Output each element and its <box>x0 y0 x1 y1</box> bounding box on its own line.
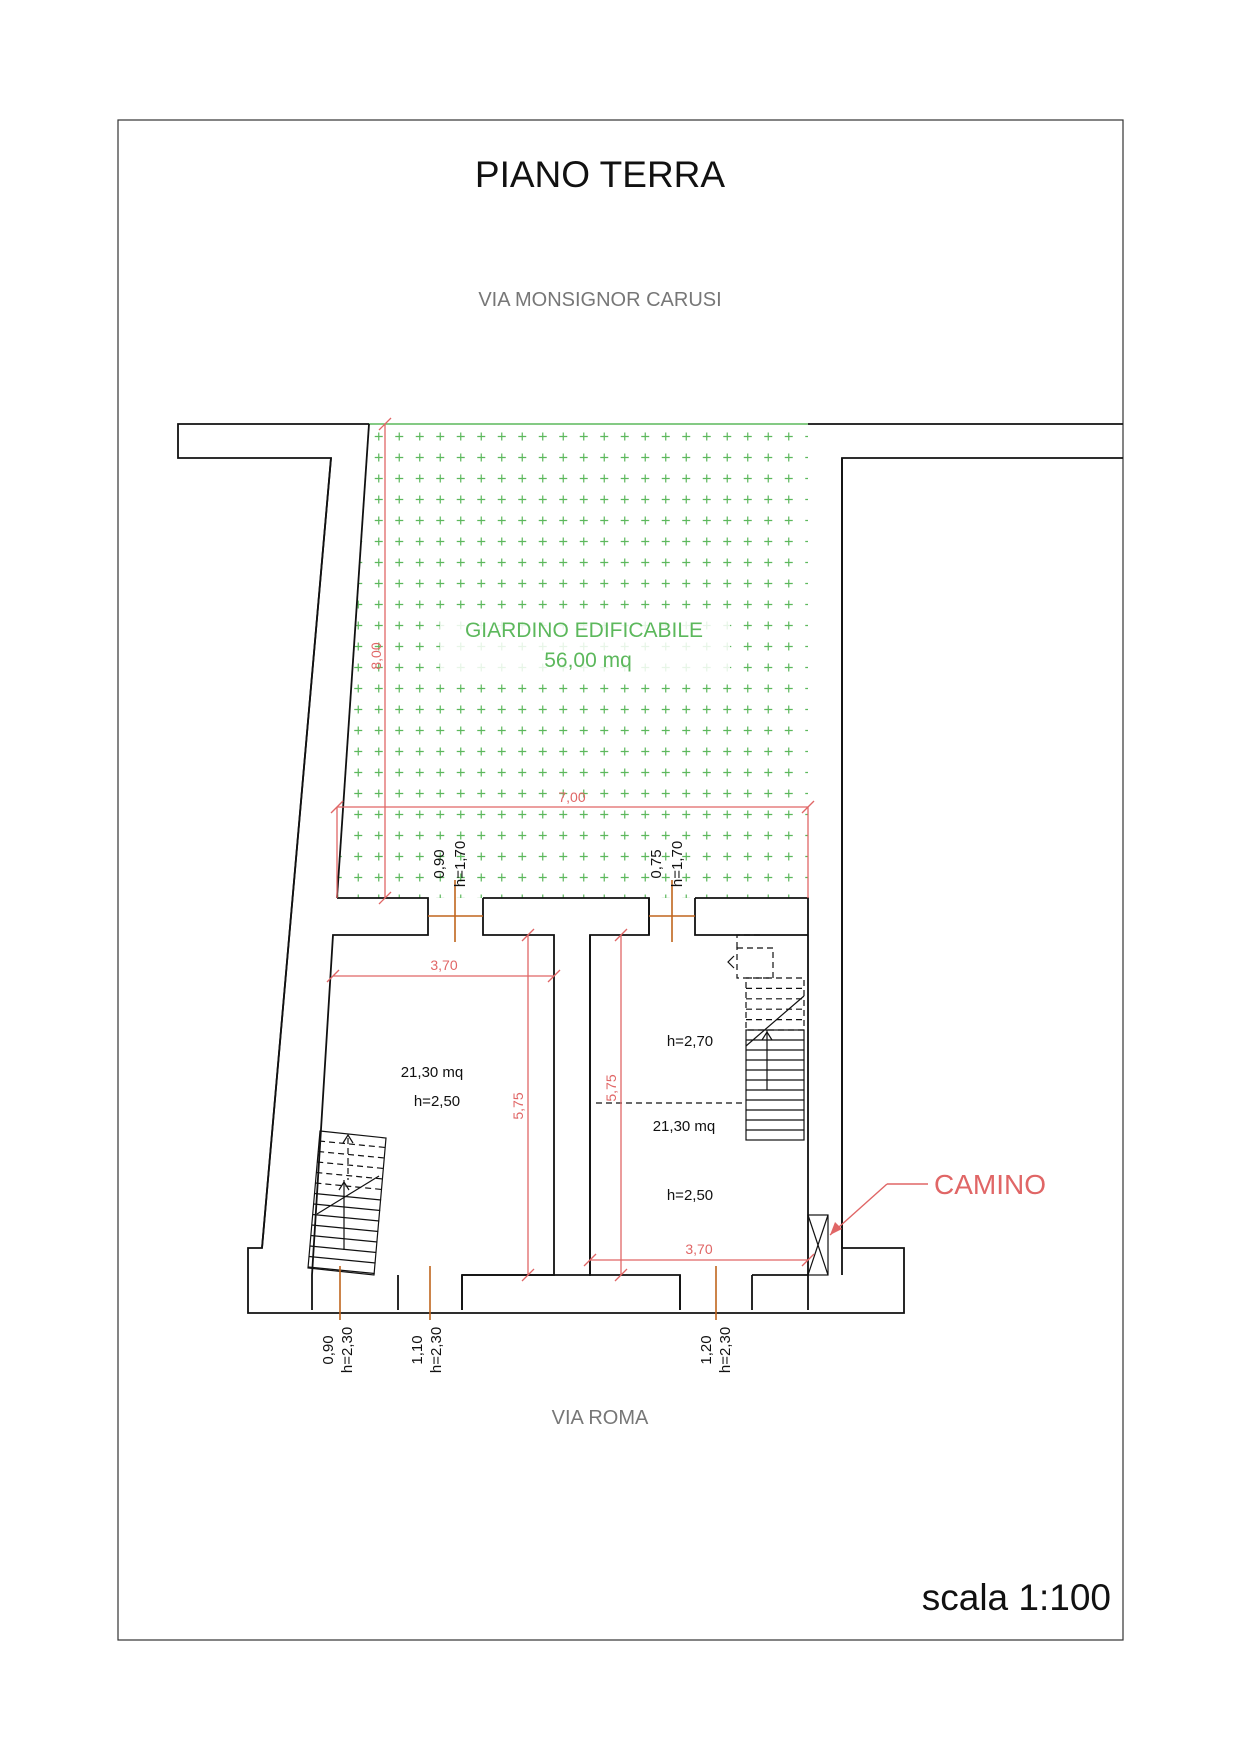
street-bottom-label: VIA ROMA <box>552 1407 649 1429</box>
room-left-dimensions: 3,70 5,75 <box>326 928 561 1282</box>
door-bottom-1-width: 0,90 <box>320 1335 337 1364</box>
garden-dim-width: 7,00 <box>558 789 585 805</box>
scale-label: scala 1:100 <box>922 1577 1111 1618</box>
chimney-callout: CAMINO <box>829 1169 1046 1236</box>
room-right-dimensions: 5,75 3,70 <box>583 928 815 1282</box>
door-bottom-2-width: 1,10 <box>409 1335 426 1364</box>
room-right-dim-length: 5,75 <box>603 1074 619 1101</box>
room-left-height: h=2,50 <box>414 1093 460 1110</box>
street-top-label: VIA MONSIGNOR CARUSI <box>478 289 721 311</box>
stairs-left <box>307 1130 387 1276</box>
page-title: PIANO TERRA <box>475 154 725 195</box>
chimney <box>807 1214 829 1276</box>
door-top-right-width: 0,75 <box>648 849 665 878</box>
stairs-right <box>727 934 805 1141</box>
room-left-dim-width: 3,70 <box>430 957 457 973</box>
door-bottom-2: 1,10 h=2,30 <box>409 1266 445 1373</box>
door-top-left-height: h=1,70 <box>452 841 469 887</box>
garden-dimensions: 8,00 7,00 <box>330 417 815 905</box>
door-bottom-1-height: h=2,30 <box>339 1327 356 1373</box>
sheet-frame <box>117 119 1124 1641</box>
room-left-area: 21,30 mq <box>401 1064 464 1081</box>
garden-area-label: 56,00 mq <box>544 649 632 672</box>
garden-dim-height: 8,00 <box>368 642 384 669</box>
room-right-upper-height: h=2,70 <box>667 1033 713 1050</box>
door-bottom-3-height: h=2,30 <box>717 1327 734 1373</box>
room-right-lower-height: h=2,50 <box>667 1187 713 1204</box>
door-bottom-3: 1,20 h=2,30 <box>698 1266 734 1373</box>
door-top-right-height: h=1,70 <box>669 841 686 887</box>
door-bottom-3-width: 1,20 <box>698 1335 715 1364</box>
door-bottom-2-height: h=2,30 <box>428 1327 445 1373</box>
chimney-label: CAMINO <box>934 1169 1046 1200</box>
door-bottom-1: 0,90 h=2,30 <box>320 1266 356 1373</box>
garden-label: GIARDINO EDIFICABILE <box>465 619 703 642</box>
door-top-right: 0,75 h=1,70 <box>648 841 695 942</box>
door-top-left-width: 0,90 <box>431 849 448 878</box>
door-top-left: 0,90 h=1,70 <box>428 841 483 942</box>
room-right-area: 21,30 mq <box>653 1118 716 1135</box>
room-left-dim-length: 5,75 <box>510 1092 526 1119</box>
room-right-dim-width: 3,70 <box>685 1241 712 1257</box>
